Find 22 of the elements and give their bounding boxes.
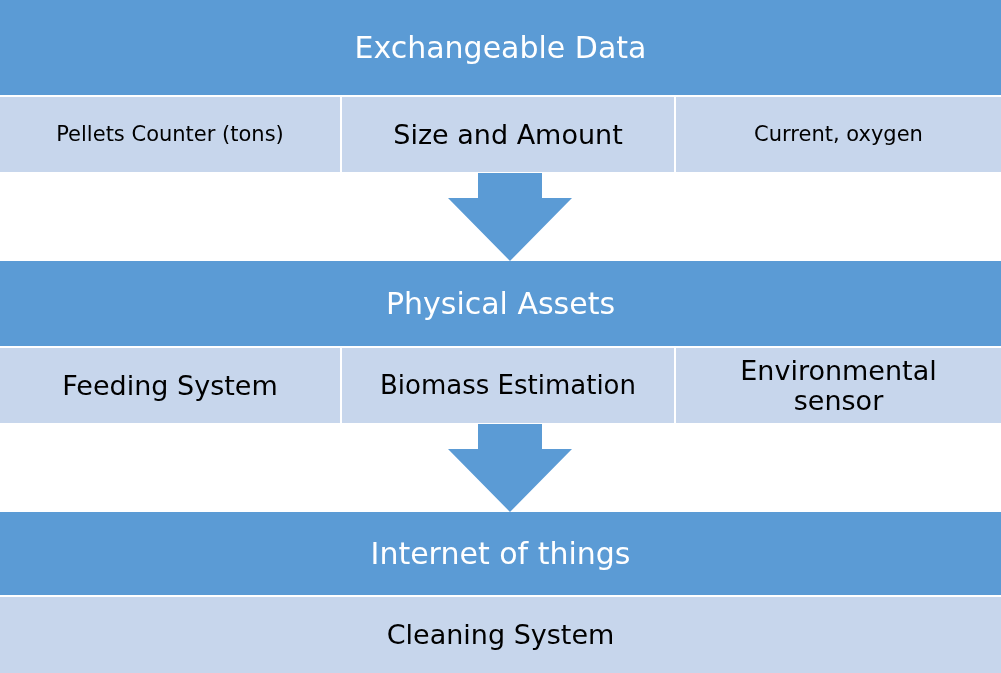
table-cell xyxy=(0,97,340,172)
header-title: Physical Assets xyxy=(385,287,616,320)
header-bar xyxy=(0,512,1001,595)
cell-label: Feeding System xyxy=(62,370,278,401)
table-cell xyxy=(0,597,1001,673)
table-cell xyxy=(342,348,674,423)
header-title: Internet of things xyxy=(370,537,631,570)
table-cell xyxy=(676,97,1001,172)
header-title: Exchangeable Data xyxy=(354,31,647,64)
cell-label: Environmental sensor xyxy=(739,355,938,416)
table-cell xyxy=(342,97,674,172)
block-arrow xyxy=(448,424,572,512)
header-bar xyxy=(0,261,1001,346)
cell-label: Pellets Counter (tons) xyxy=(56,122,284,147)
table-cell xyxy=(676,348,1001,423)
cell-label: Current, oxygen xyxy=(754,122,923,147)
cell-label: Cleaning System xyxy=(386,620,615,650)
cell-label: Biomass Estimation xyxy=(379,371,636,400)
cell-label: Size and Amount xyxy=(393,119,623,150)
header-bar xyxy=(0,0,1001,95)
table-cell xyxy=(0,348,340,423)
block-arrow xyxy=(448,173,572,261)
